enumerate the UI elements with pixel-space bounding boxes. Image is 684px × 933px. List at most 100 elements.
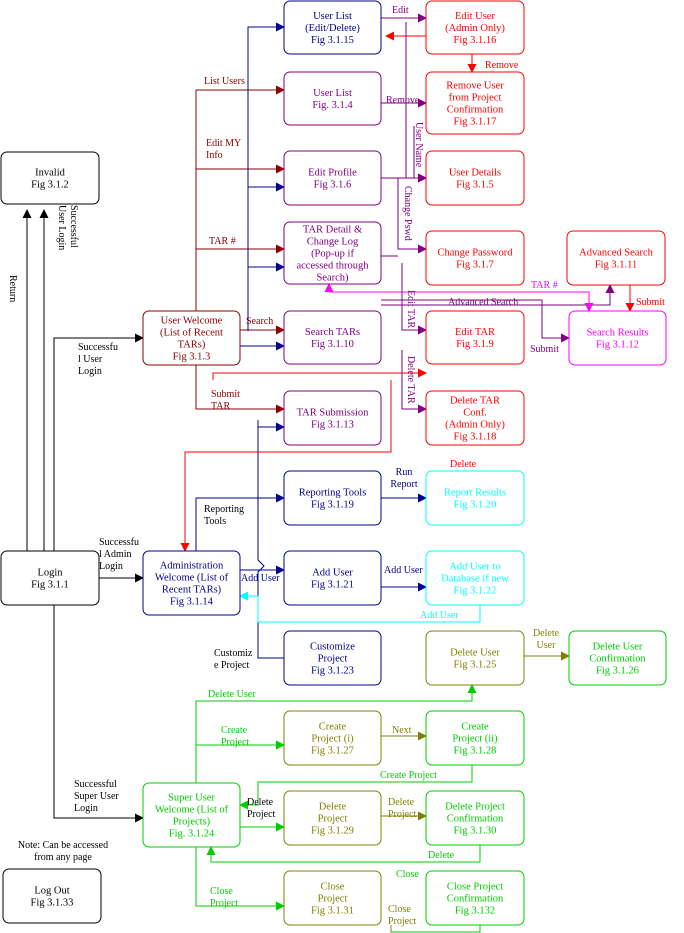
label-add-user-blue: Add User (384, 565, 423, 576)
label-text: Submit (636, 297, 665, 308)
label-user-name: User Name (413, 122, 424, 168)
label-text: Login (78, 366, 102, 377)
node-text: Fig 3.1.19 (311, 500, 354, 511)
connector-arrow (239, 765, 473, 810)
node-box (283, 870, 382, 926)
node-text: Fig 3.1.12 (596, 340, 639, 351)
node-text: Invalid (35, 168, 65, 179)
label-text: l Admin (99, 549, 132, 560)
label-delete-tar: Delete TAR (405, 356, 416, 404)
label-text: Reporting (204, 504, 244, 515)
node-text: TAR Detail & (303, 225, 362, 236)
node-text: Project (318, 894, 348, 905)
label-text: Successfu (78, 342, 118, 353)
label-text: Remove (386, 95, 420, 106)
label-text: Project (247, 809, 276, 820)
node-box (283, 470, 382, 526)
connector-lines (22, 13, 635, 933)
node-text: Delete Project (445, 802, 505, 813)
node-text: Fig 3.1.14 (170, 597, 214, 608)
label-text: from any page (34, 852, 92, 863)
label-text: Project (388, 809, 417, 820)
node-text: Confirmation (447, 105, 504, 116)
label-tar-hash: TAR # (209, 236, 236, 247)
label-edit: Edit (392, 5, 409, 16)
label-text: Note: Can be accessed (18, 840, 108, 851)
node-text: Edit Profile (308, 168, 357, 179)
connector-arrow (397, 178, 427, 254)
node-text: Super User (168, 793, 215, 804)
node-text: Fig 3.1.22 (454, 586, 497, 597)
node-text: Project (ii) (452, 734, 498, 745)
label-text: Tools (204, 516, 226, 527)
label-text: Close (210, 886, 233, 897)
node-text: (Pop-up if (311, 249, 354, 260)
node-text: (Admin Only) (445, 420, 505, 431)
node-text: Edit TAR (455, 327, 495, 338)
label-text: Delete (533, 628, 560, 639)
label-delete-user-top: Delete User (208, 689, 256, 700)
node-box (0, 550, 100, 606)
label-search: Search (246, 316, 273, 327)
label-text: Project (210, 898, 239, 909)
node-text: TAR Submission (297, 408, 370, 419)
label-list-users: List Users (204, 76, 245, 87)
node-box (142, 550, 241, 616)
node-text: Fig 3.1.29 (311, 826, 354, 837)
connector-arrow (212, 368, 427, 380)
label-text: Create Project (380, 770, 437, 781)
node-text: Edit User (455, 11, 495, 22)
node-text: Search Results (586, 328, 648, 339)
node-text: Projects) (173, 817, 211, 828)
label-return: Return (7, 275, 18, 302)
node-text: Delete User (450, 648, 500, 659)
node-text: Login (37, 568, 63, 579)
label-text: Create (221, 725, 248, 736)
connector-arrow (195, 493, 285, 551)
node-text: Log Out (34, 886, 69, 897)
node-text: Fig 3.1.7 (456, 260, 494, 271)
label-text: Edit (392, 5, 409, 16)
node-text: Fig 3.1.1 (31, 580, 69, 591)
node-text: Fig 3.1.15 (311, 35, 354, 46)
node-box (283, 310, 382, 365)
node-text: Close (321, 882, 345, 893)
node-text: Change Password (438, 248, 514, 259)
node-text: Search TARs (305, 327, 360, 338)
node-text: User List (313, 88, 352, 99)
node-text: Reporting Tools (299, 488, 367, 499)
label-remove-top: Remove (485, 60, 519, 71)
node-text: Fig 3.1.10 (311, 339, 354, 350)
node-text: Fig 3.1.21 (311, 580, 354, 591)
node-user-list-edit: User List(Edit/Delete)Fig 3.1.15 (283, 0, 382, 55)
label-submit-left: Submit (530, 344, 559, 355)
label-text: Successfu (99, 537, 139, 548)
node-box (283, 550, 382, 606)
node-text: accessed through (296, 261, 369, 272)
connector-arrow (195, 847, 285, 911)
node-text: (Edit/Delete) (305, 23, 360, 34)
label-text: Delete User (208, 689, 256, 700)
label-text: User Name (413, 122, 424, 168)
